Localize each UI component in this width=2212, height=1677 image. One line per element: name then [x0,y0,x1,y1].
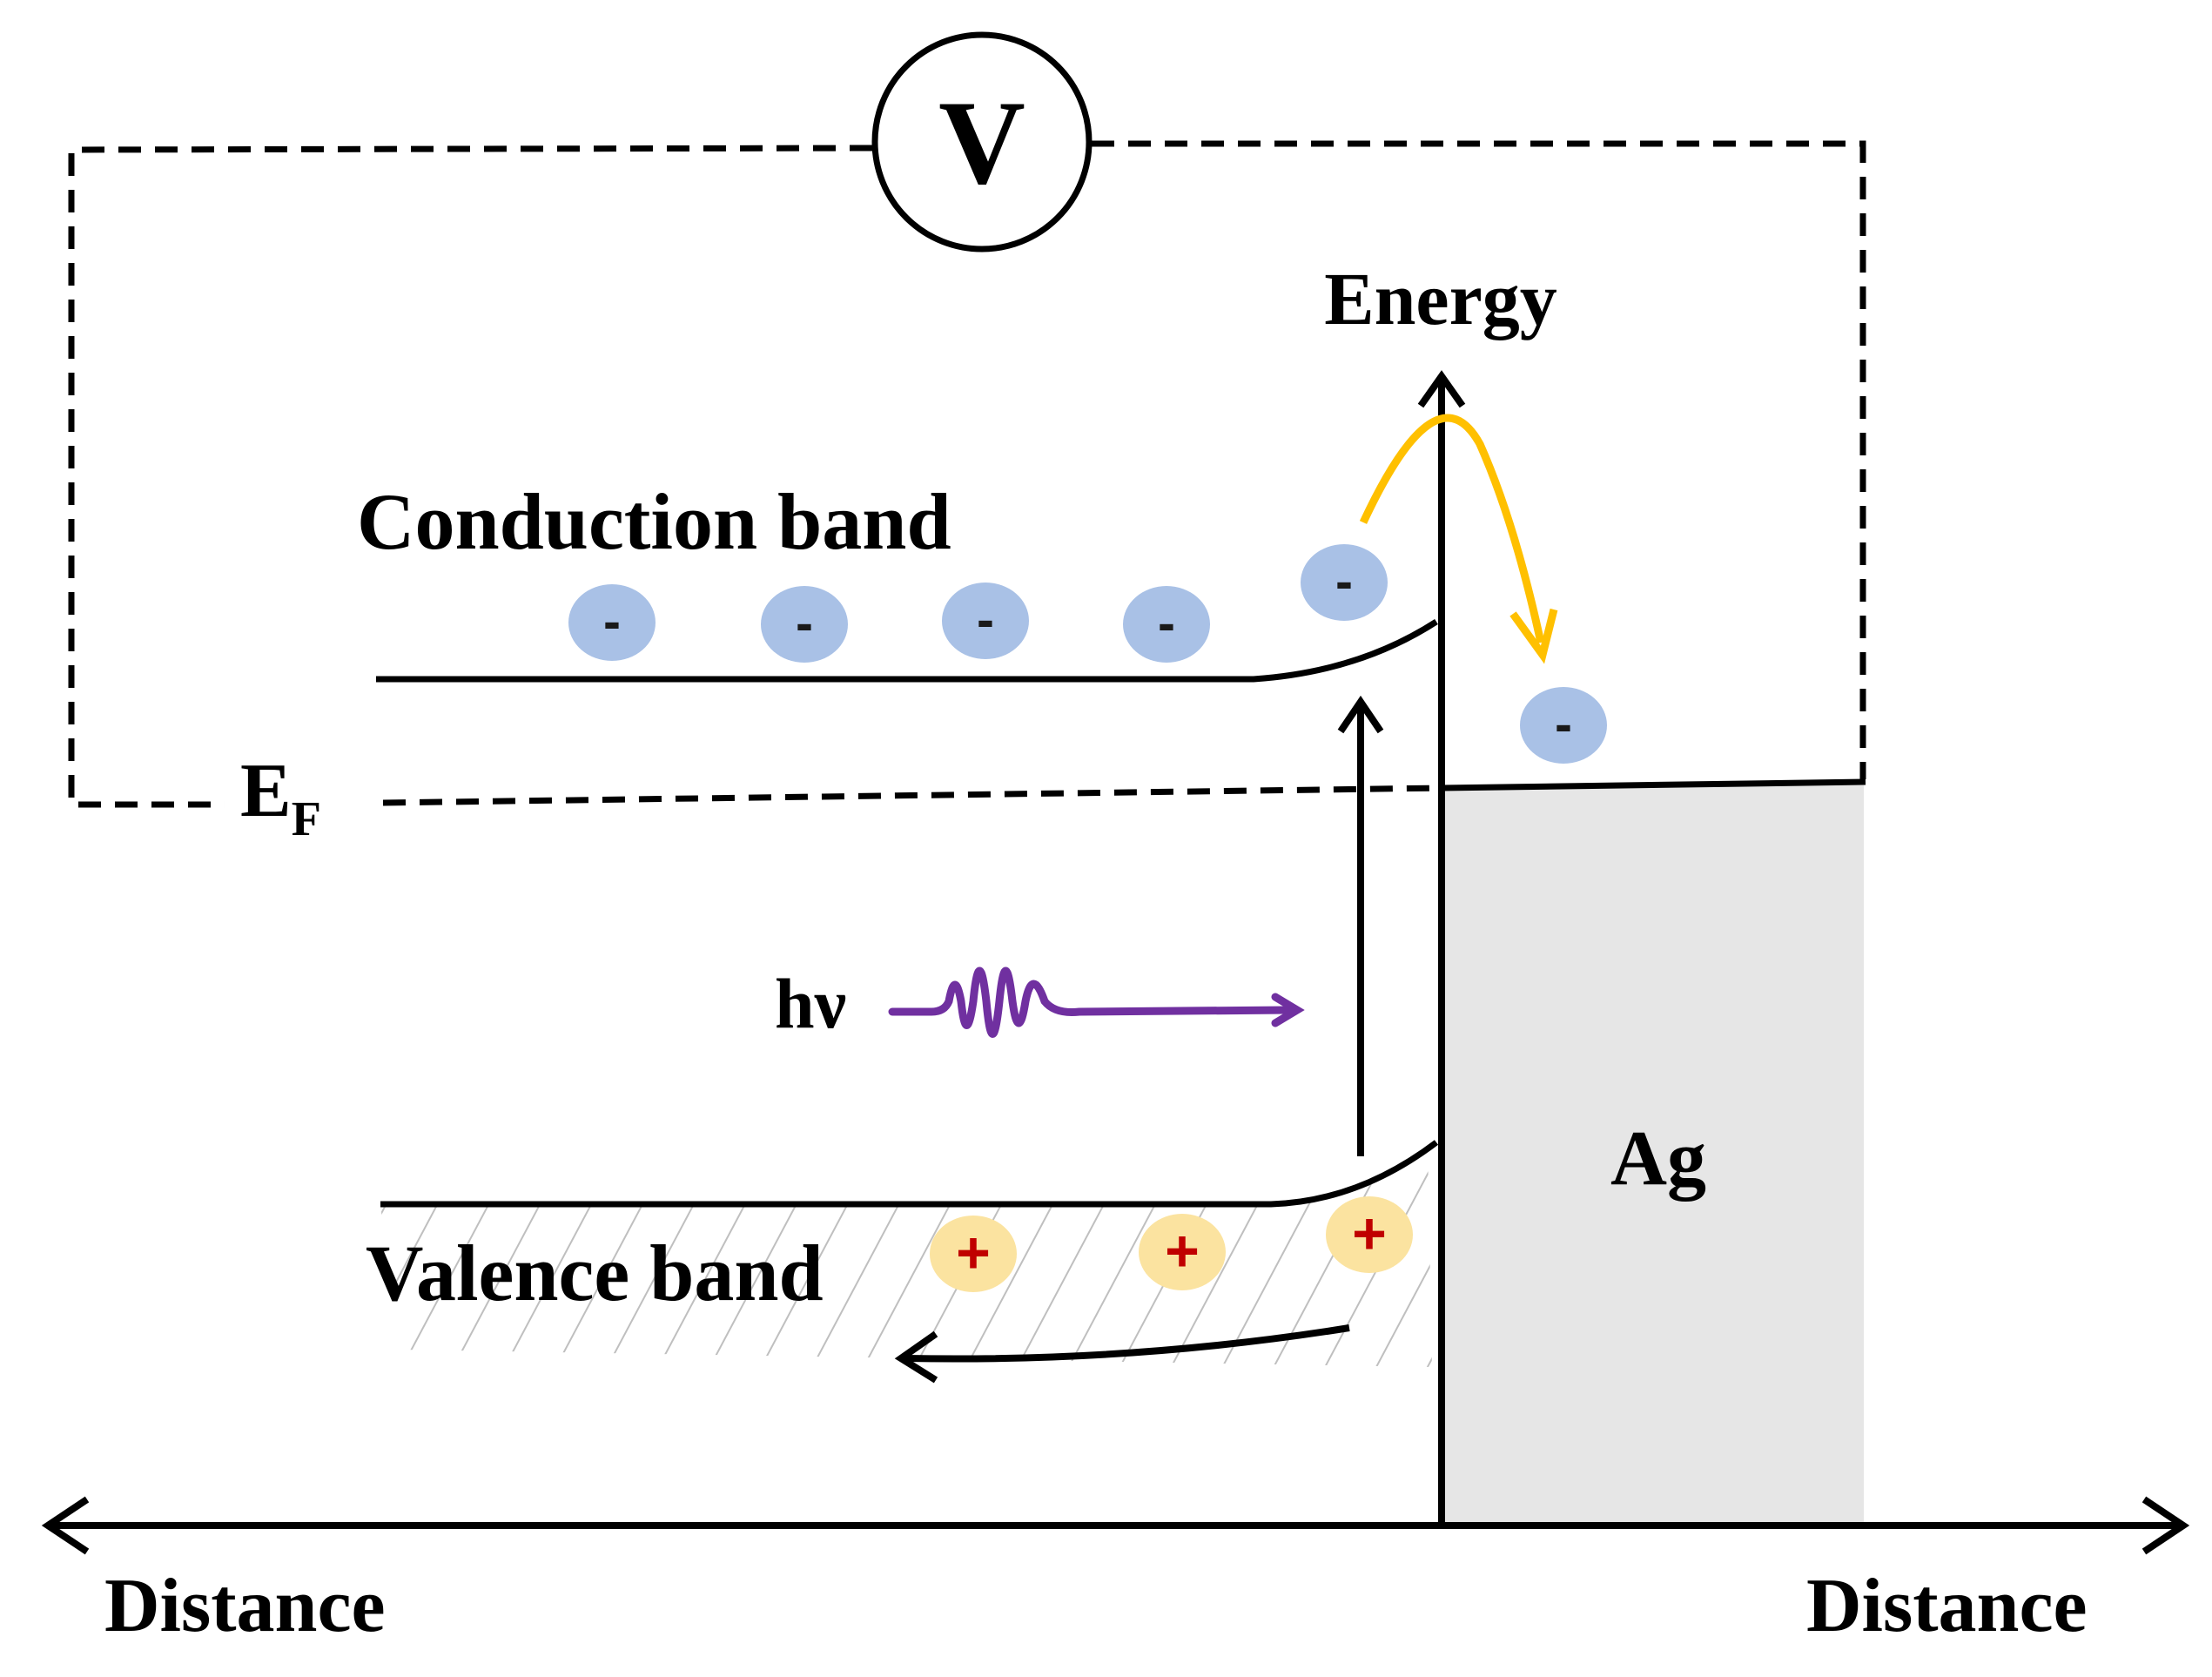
fermi-level-label: EF [240,749,321,846]
svg-text:-: - [1555,695,1572,753]
hole: + [930,1216,1017,1292]
energy-axis-arrowhead [1417,370,1466,408]
external-circuit-right [1092,140,1866,779]
svg-text:+: + [1165,1218,1200,1284]
distance-right-label: Distance [1806,1564,2088,1648]
electron: - [942,583,1029,659]
ag-label: Ag [1610,1115,1706,1202]
distance-left-label: Distance [104,1564,386,1648]
photon-wave [888,966,1293,1038]
valence-band-hatch [380,1148,1432,1367]
valence-band-label: Valence band [366,1229,824,1317]
electron-transfer-arrowhead [1509,608,1558,664]
ag-metal-region [1442,785,1864,1525]
hole-migration-arrow [904,1324,1350,1363]
electron-transfer-arrow [1359,414,1545,643]
hole: + [1139,1214,1226,1290]
electron: - [568,584,656,661]
voltmeter-circle [871,31,1093,253]
svg-text:+: + [1352,1201,1387,1267]
valence-band-edge [380,1140,1439,1208]
svg-text:-: - [603,592,621,650]
electron: - [761,586,848,663]
electron-in-ag: - [1520,687,1607,764]
electron: - [1123,586,1210,663]
photon-label: hν [775,964,846,1043]
svg-text:-: - [796,594,813,652]
conduction-band-label: Conduction band [357,477,951,566]
svg-text:+: + [956,1220,991,1286]
hole: + [1326,1196,1413,1273]
electron: - [1301,544,1388,621]
fermi-level-main: E [240,749,292,833]
svg-text:-: - [977,590,994,649]
external-circuit [68,145,873,808]
energy-axis-label: Energy [1324,257,1557,340]
svg-text:-: - [1335,552,1353,610]
svg-text:-: - [1158,594,1175,652]
fermi-level-line [382,785,1442,806]
voltmeter-label: V [938,76,1025,209]
fermi-level-subscript: F [292,792,321,846]
metal-fermi-surface [1441,778,1866,791]
conduction-band-edge [376,619,1438,683]
distance-axis-left-arrowhead [41,1496,90,1555]
hole-migration-arrowhead [894,1330,938,1384]
photon-arrowhead [1271,993,1305,1027]
distance-axis-right-arrowhead [2141,1496,2190,1555]
excitation-arrowhead [1337,695,1384,734]
